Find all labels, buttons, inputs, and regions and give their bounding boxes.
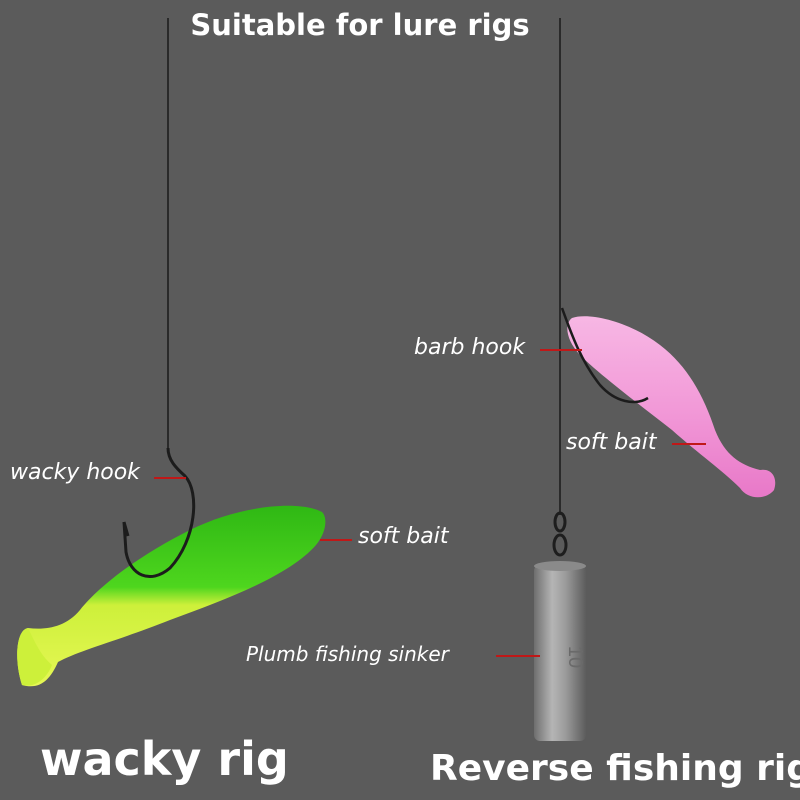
swivel	[552, 511, 568, 557]
plumb-sinker: 10	[534, 561, 586, 741]
wacky-hook-label: wacky hook	[10, 460, 140, 485]
barb-hook-label: barb hook	[414, 335, 526, 360]
wacky-rig-title: wacky rig	[40, 732, 289, 786]
pink-soft-bait	[567, 316, 776, 498]
sinker-label: Plumb fishing sinker	[246, 642, 449, 666]
green-soft-bait	[17, 505, 326, 687]
wacky-hook-barb	[122, 521, 130, 537]
wacky-hook	[122, 447, 196, 579]
barb-hook	[560, 307, 649, 404]
page-title: Suitable for lure rigs	[190, 8, 530, 42]
soft-bait-right-label: soft bait	[566, 430, 657, 455]
soft-bait-left-label: soft bait	[358, 524, 449, 549]
sinker-number: 10	[564, 646, 586, 668]
reverse-rig-title: Reverse fishing rig	[430, 748, 800, 789]
